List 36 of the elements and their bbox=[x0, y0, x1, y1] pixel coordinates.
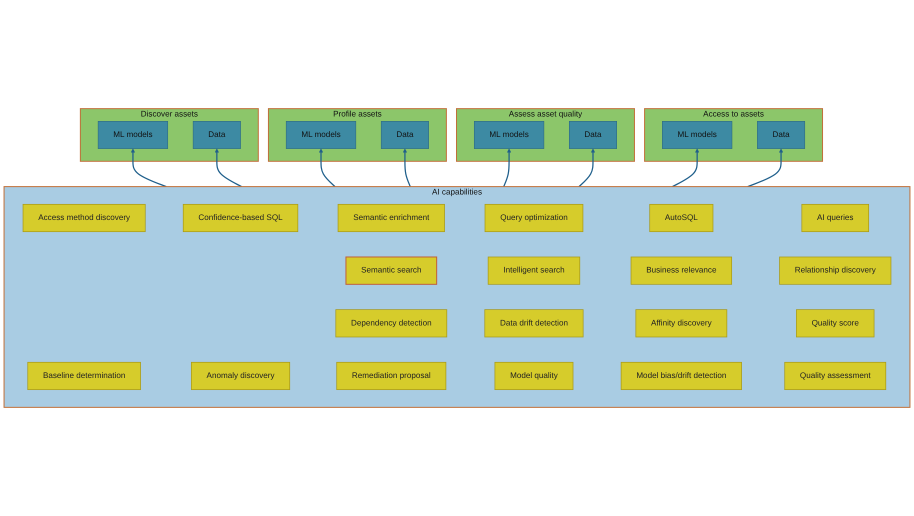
node-box: AutoSQL bbox=[649, 204, 714, 232]
node-box: Query optimization bbox=[484, 204, 584, 232]
node-box: Remediation proposal bbox=[336, 362, 446, 390]
node-box: Dependency detection bbox=[335, 309, 448, 338]
node-box: ML models bbox=[286, 121, 356, 149]
arrow bbox=[672, 148, 700, 188]
node-box: Business relevance bbox=[630, 256, 732, 285]
node-box: Data bbox=[192, 121, 241, 149]
arrow bbox=[748, 148, 784, 188]
node-box: Intelligent search bbox=[488, 256, 580, 285]
node-box: Quality score bbox=[796, 309, 874, 338]
node-box: ML models bbox=[662, 121, 732, 149]
node-box: Access method discovery bbox=[22, 204, 146, 232]
node-box: Baseline determination bbox=[27, 362, 141, 390]
node-box: Semantic search bbox=[345, 256, 438, 285]
node-box: Data bbox=[569, 121, 617, 149]
arrow bbox=[503, 148, 512, 187]
arrow bbox=[318, 148, 336, 188]
node-box: ML models bbox=[98, 121, 168, 149]
arrow bbox=[130, 148, 166, 188]
arrow bbox=[214, 148, 242, 188]
node-box: Model bias/drift detection bbox=[620, 362, 742, 390]
node-box: ML models bbox=[474, 121, 544, 149]
node-box: Data bbox=[380, 121, 429, 149]
node-box: Anomaly discovery bbox=[190, 362, 290, 390]
arrow bbox=[402, 148, 411, 187]
node-box: Semantic enrichment bbox=[338, 204, 445, 232]
node-box: Data drift detection bbox=[484, 309, 584, 338]
node-box: Model quality bbox=[494, 362, 574, 390]
arrow bbox=[578, 148, 596, 188]
node-box: Data bbox=[757, 121, 806, 149]
node-box: Relationship discovery bbox=[779, 256, 892, 285]
node-box: Quality assessment bbox=[784, 362, 886, 390]
node-box: Confidence-based SQL bbox=[182, 204, 298, 232]
node-box: AI queries bbox=[801, 204, 870, 232]
node-box: Affinity discovery bbox=[635, 309, 728, 338]
